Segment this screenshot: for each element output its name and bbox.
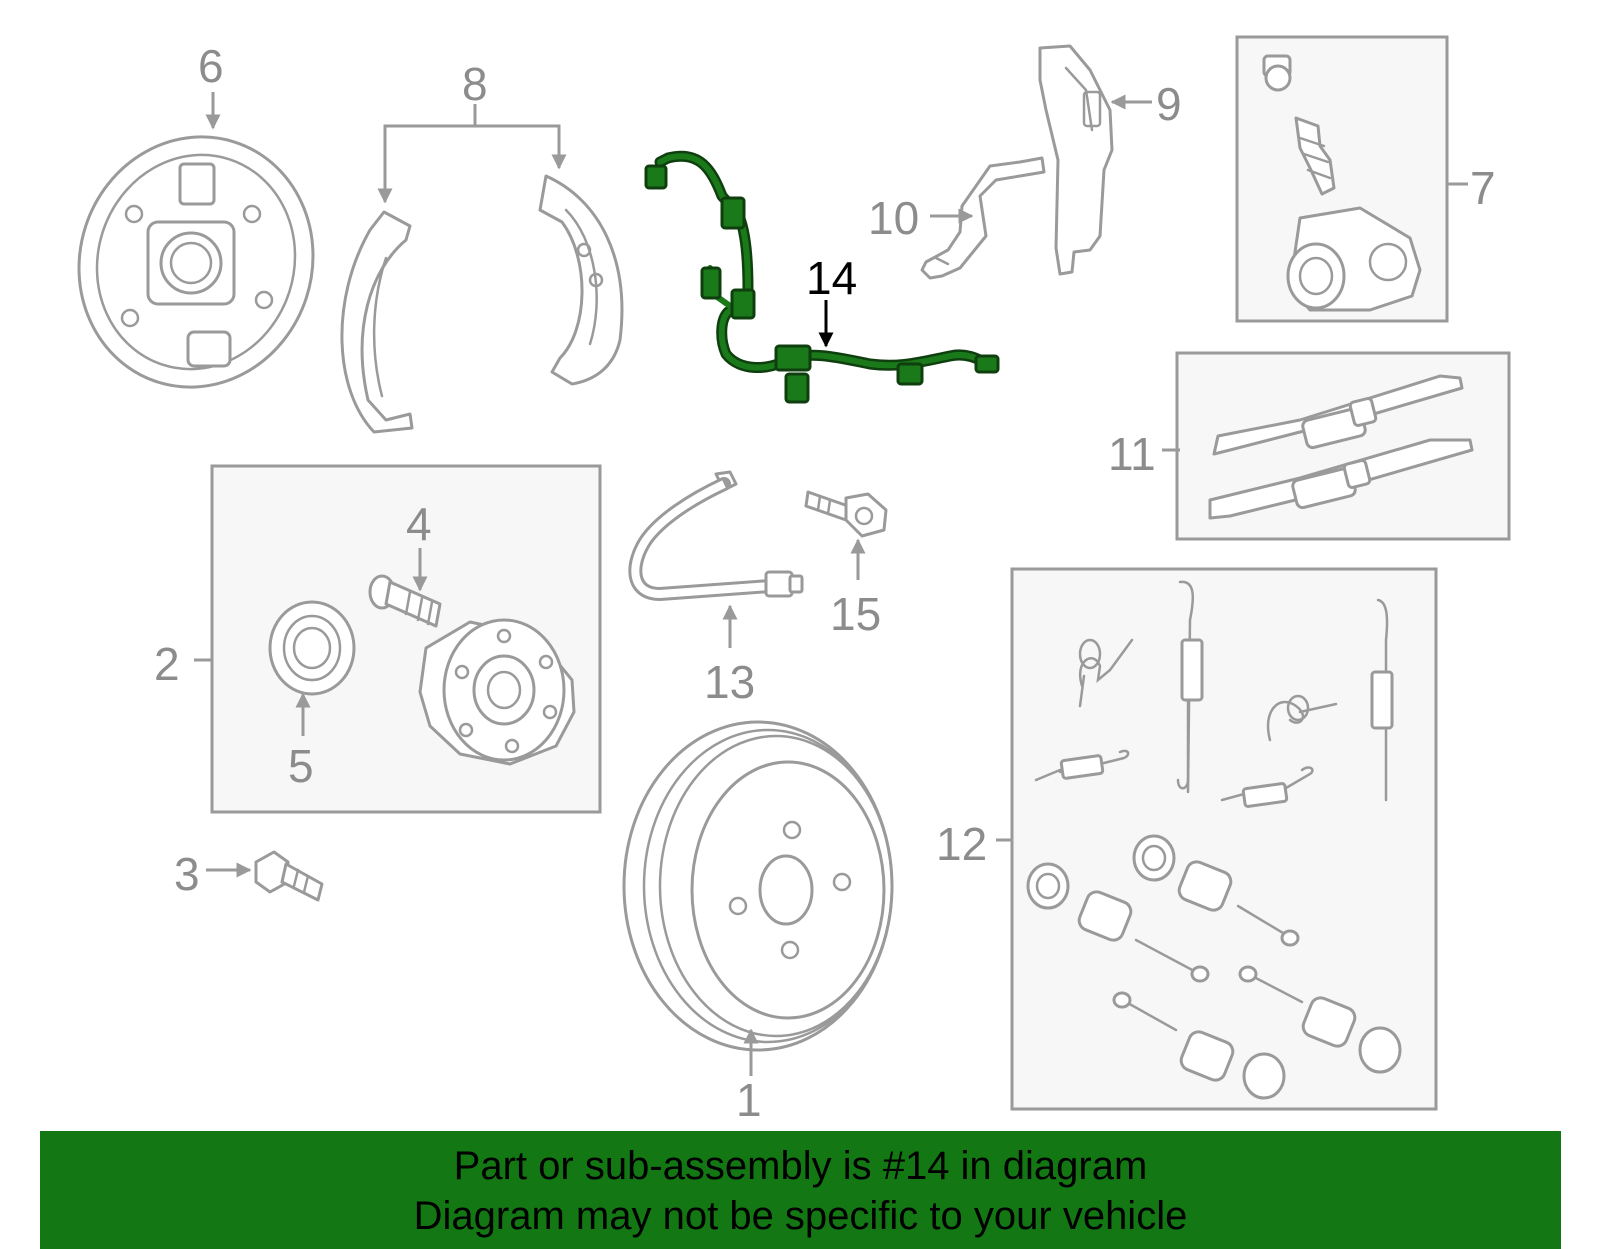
- callout-3: 3: [174, 848, 200, 900]
- brake-shoes[interactable]: [340, 174, 624, 434]
- banner-line-2: Diagram may not be specific to your vehi…: [413, 1194, 1188, 1238]
- backing-plate[interactable]: [47, 106, 346, 417]
- brake-drum[interactable]: [622, 720, 894, 1052]
- abs-sensor-wire[interactable]: [644, 150, 1000, 404]
- callout-5: 5: [288, 740, 314, 792]
- wheel-cylinder-parts[interactable]: [1262, 54, 1422, 312]
- part-notice-banner: Part or sub-assembly is #14 in diagram D…: [40, 1131, 1561, 1249]
- hardware-kit-group-box: [1010, 567, 1438, 1111]
- banner-line-1: Part or sub-assembly is #14 in diagram: [453, 1144, 1148, 1188]
- callout-14: 14: [806, 252, 857, 304]
- bracket-9[interactable]: [1038, 44, 1114, 276]
- callout-12: 12: [936, 818, 987, 870]
- callout-15: 15: [830, 588, 881, 640]
- callout-11: 11: [1108, 428, 1156, 480]
- callout-10: 10: [868, 192, 919, 244]
- adjuster-assemblies[interactable]: [1208, 374, 1474, 520]
- brake-hose[interactable]: [628, 470, 804, 601]
- callout-8: 8: [462, 58, 488, 110]
- callout-13: 13: [704, 656, 755, 708]
- hub-and-bearing[interactable]: [268, 600, 576, 766]
- callout-7: 7: [1470, 162, 1496, 214]
- hardware-kit[interactable]: [1026, 580, 1402, 1100]
- hub-bolt[interactable]: [368, 574, 442, 628]
- callout-4: 4: [406, 498, 432, 550]
- bolt-3[interactable]: [254, 850, 324, 902]
- callout-1: 1: [736, 1074, 762, 1126]
- bolt-15[interactable]: [804, 490, 888, 538]
- leader-8: [383, 124, 567, 200]
- bracket-10[interactable]: [920, 156, 1046, 280]
- callout-2: 2: [154, 638, 180, 690]
- callout-6: 6: [198, 40, 224, 92]
- callout-9: 9: [1156, 78, 1182, 130]
